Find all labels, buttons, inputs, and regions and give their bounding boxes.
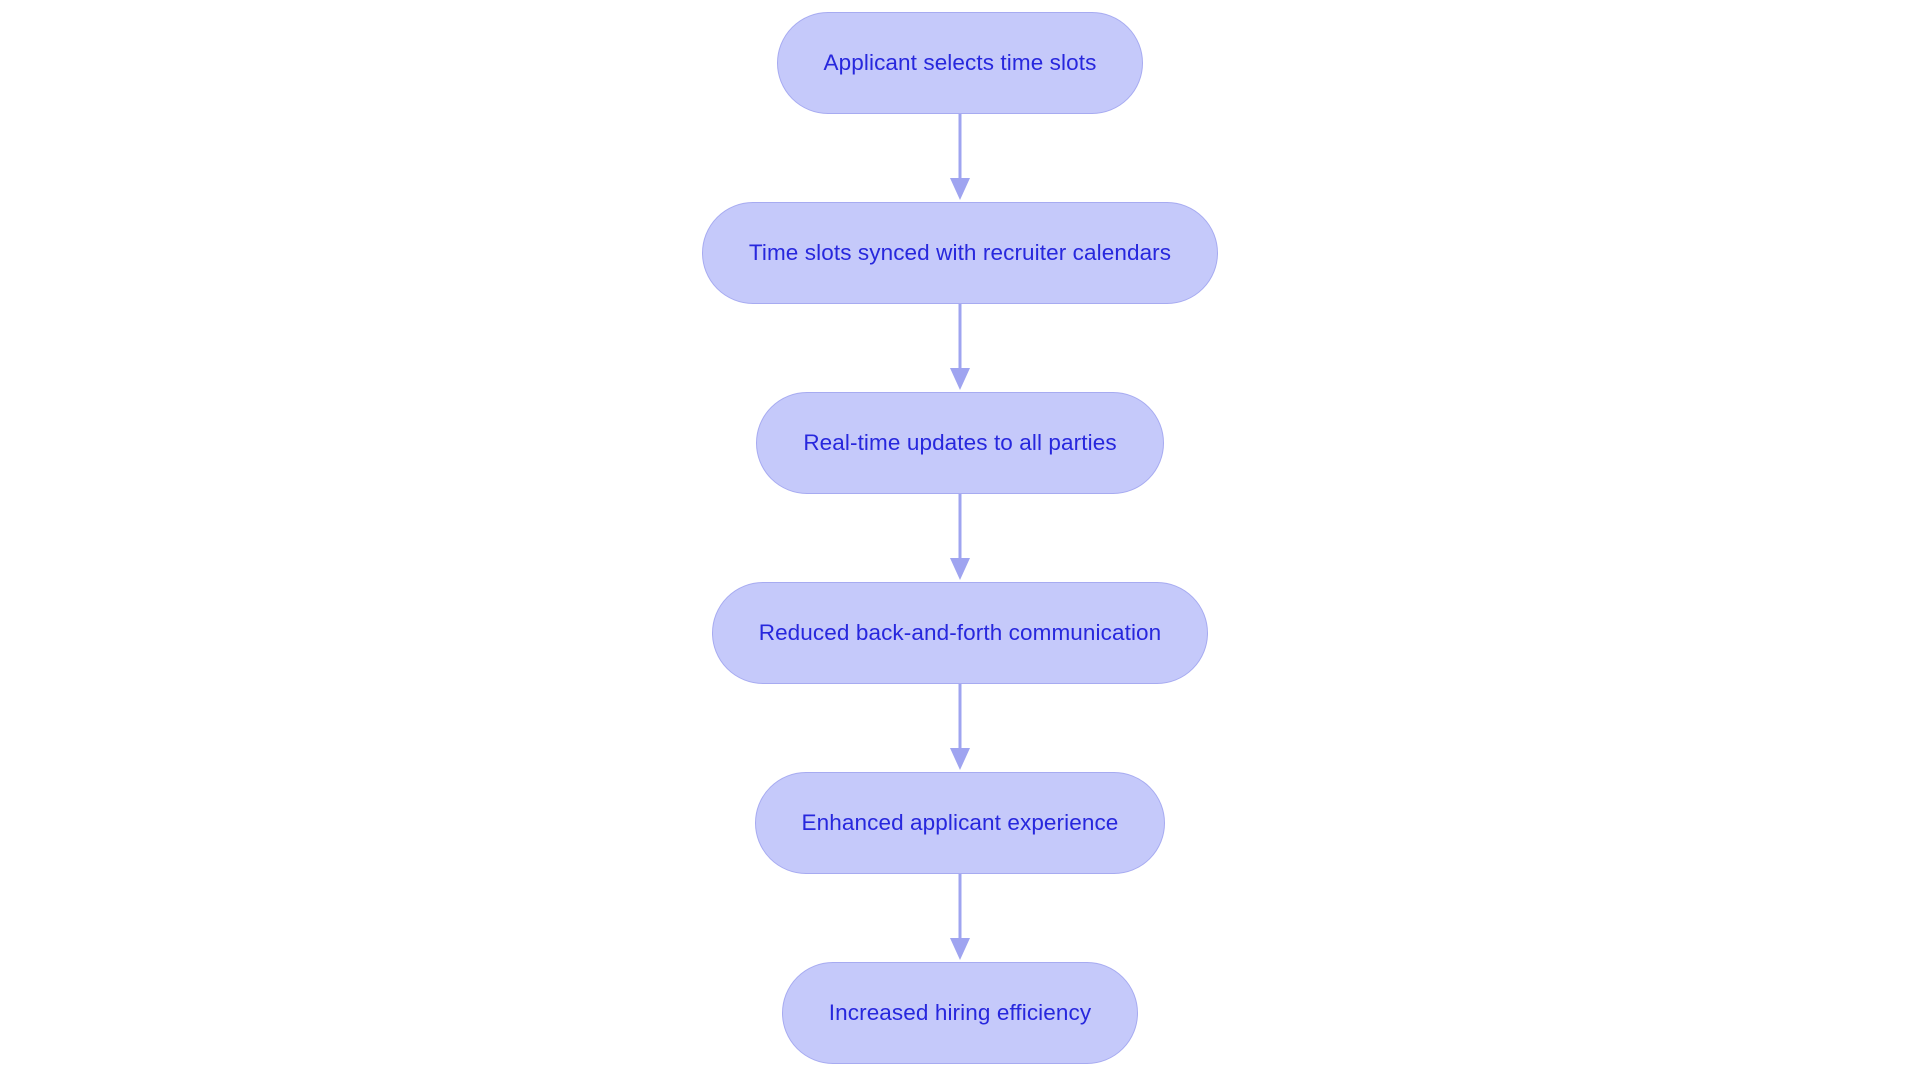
flow-node-label: Enhanced applicant experience: [801, 809, 1119, 835]
flow-node-n3[interactable]: Real-time updates to all parties: [756, 392, 1164, 494]
flow-node-n5[interactable]: Enhanced applicant experience: [754, 772, 1166, 874]
flow-edge-n1-n2: [943, 114, 977, 202]
flow-node-n2[interactable]: Time slots synced with recruiter calenda…: [701, 202, 1219, 304]
flow-edge-n2-n3: [943, 304, 977, 392]
flow-node-n4[interactable]: Reduced back-and-forth communication: [711, 582, 1209, 684]
flow-edge-n4-n5: [943, 684, 977, 772]
flow-node-n6[interactable]: Increased hiring efficiency: [781, 962, 1139, 1064]
flow-node-label: Real-time updates to all parties: [803, 429, 1117, 455]
flow-node-label: Applicant selects time slots: [823, 49, 1097, 75]
flow-node-label: Time slots synced with recruiter calenda…: [748, 239, 1172, 265]
flow-edge-n5-n6: [943, 874, 977, 962]
flow-node-n1[interactable]: Applicant selects time slots: [776, 12, 1144, 114]
flow-node-label: Increased hiring efficiency: [828, 999, 1092, 1025]
flow-node-label: Reduced back-and-forth communication: [758, 619, 1162, 645]
flow-edge-n3-n4: [943, 494, 977, 582]
